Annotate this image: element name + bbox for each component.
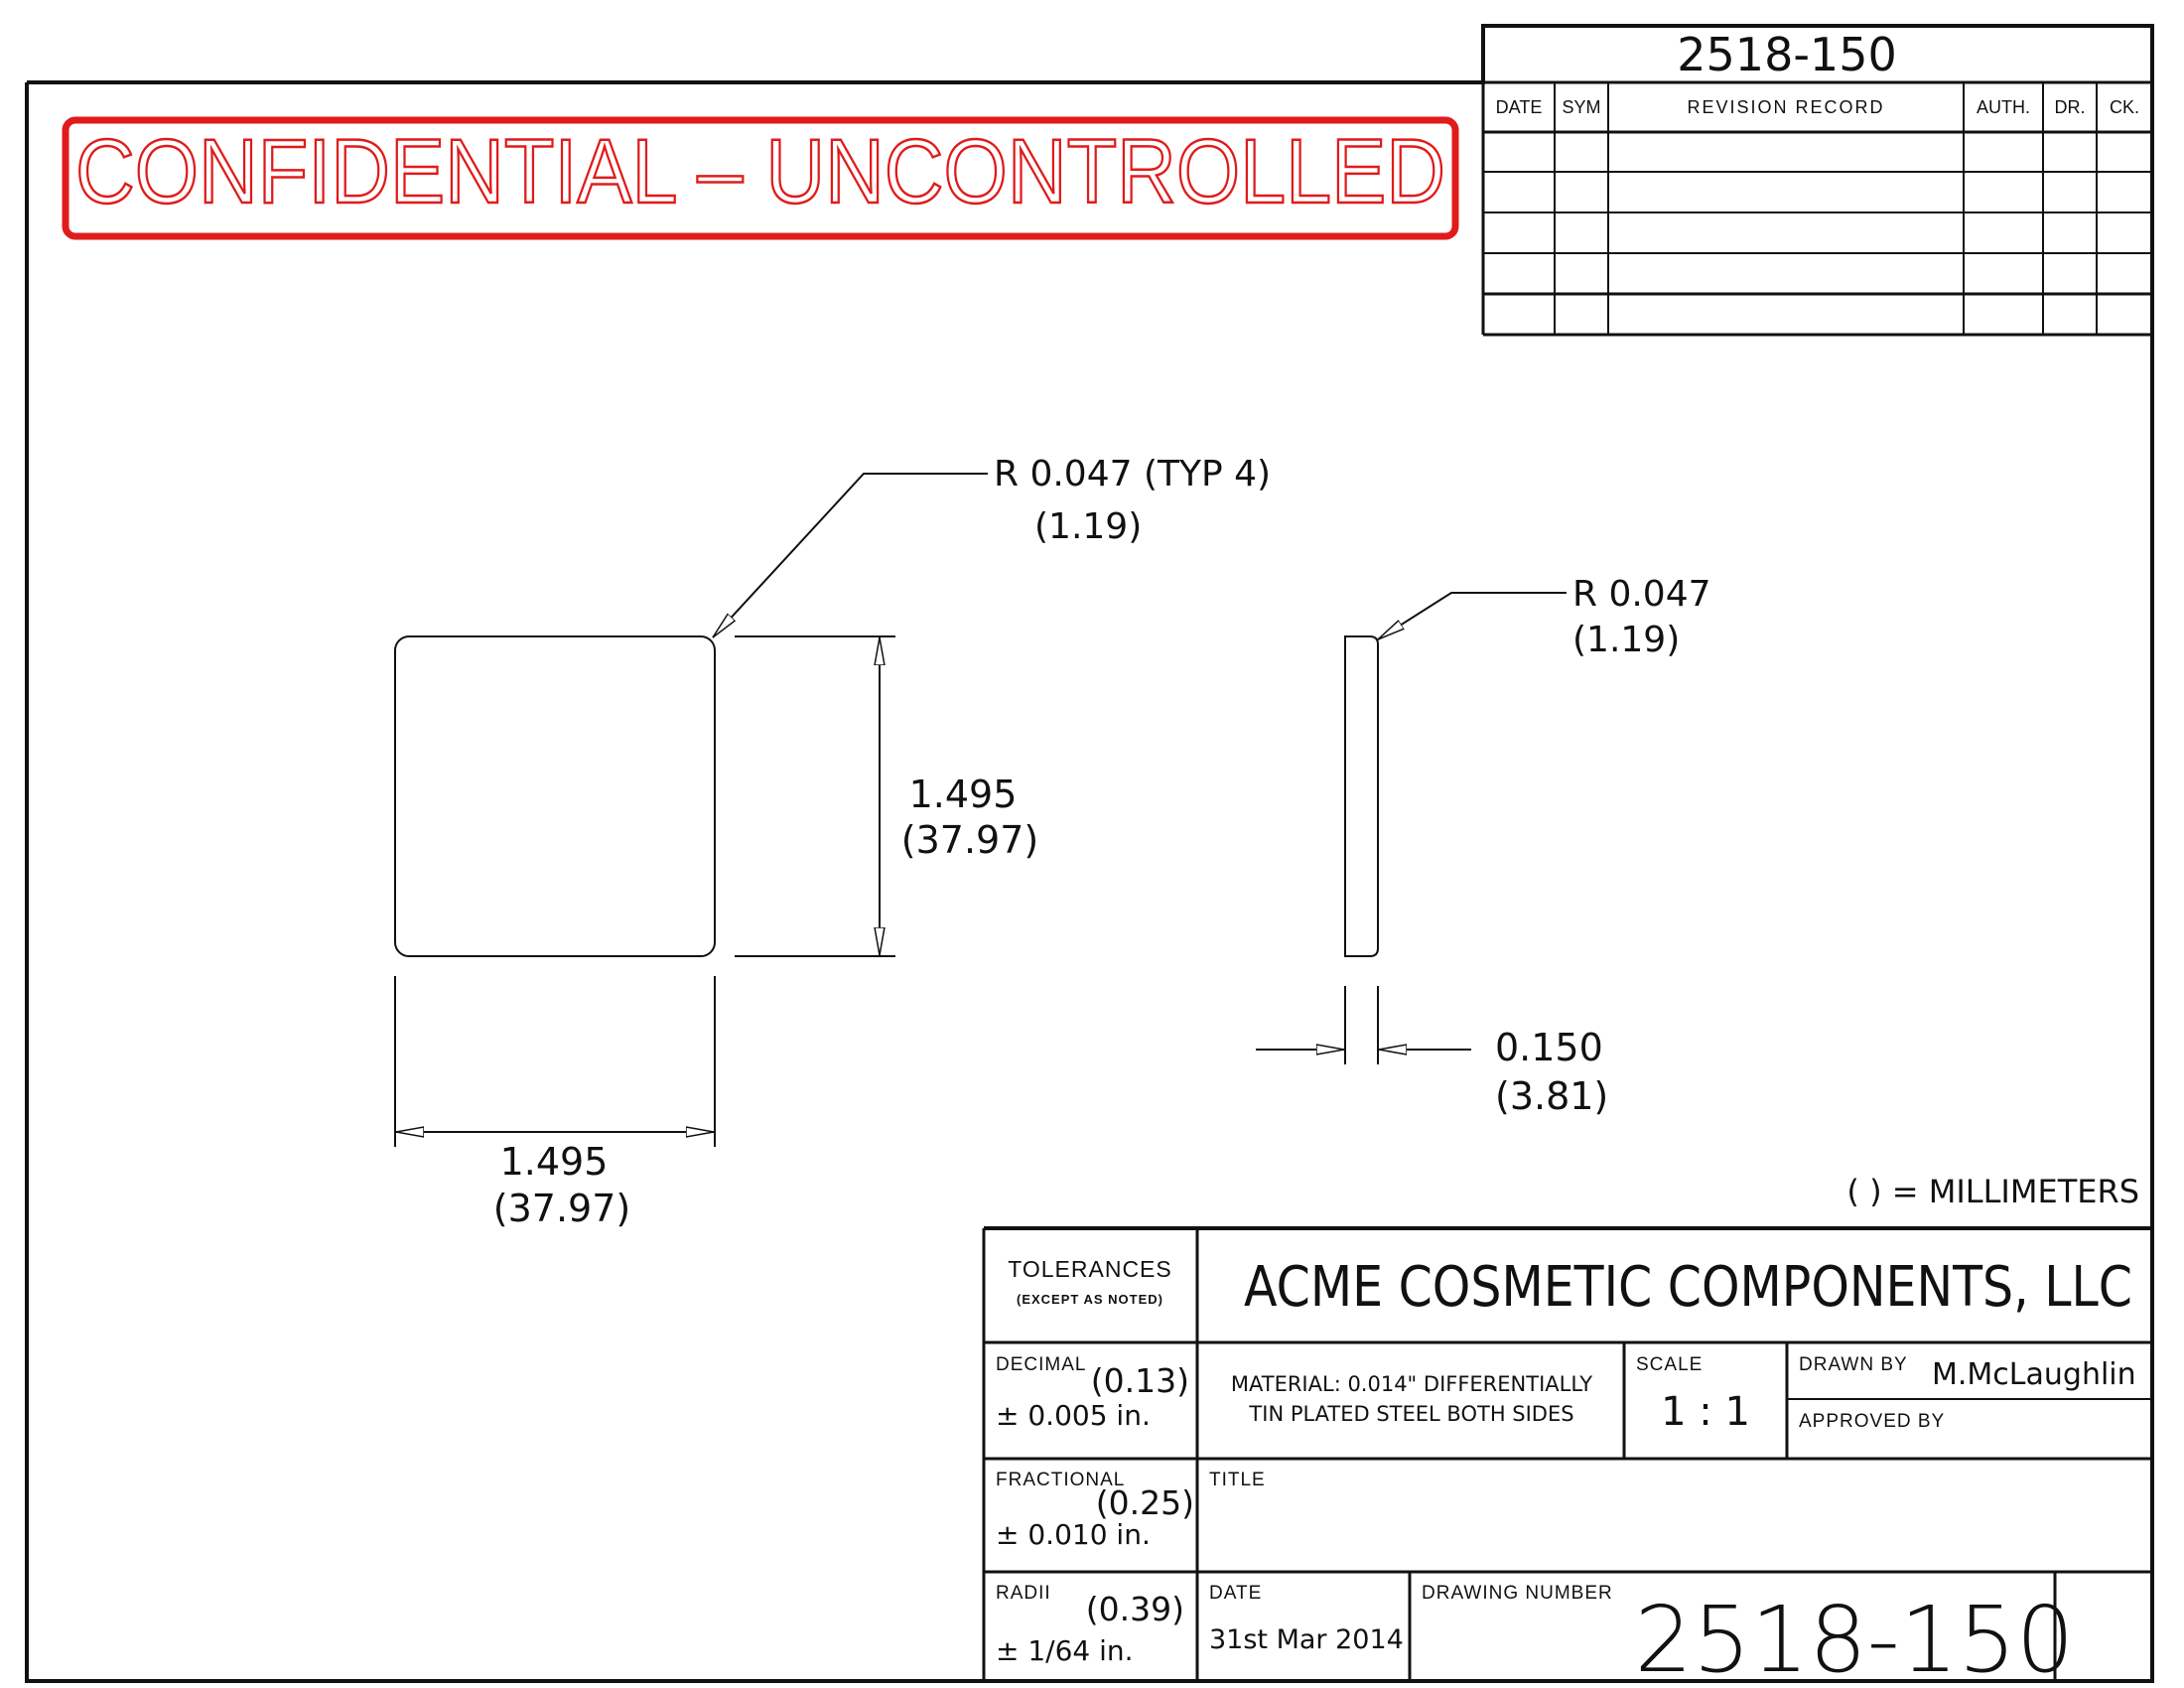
part-side-view xyxy=(1344,635,1379,957)
sheet-border xyxy=(25,24,2154,1683)
corner-radius-mm: (1.19) xyxy=(1034,506,1142,547)
confidential-stamp-frame xyxy=(62,116,1459,240)
title-block: TOLERANCES (EXCEPT AS NOTED) ACME COSMET… xyxy=(982,1226,2152,1688)
width-inch: 1.495 xyxy=(500,1140,609,1184)
date-label: DATE xyxy=(1209,1583,1262,1604)
drawing-number-label: DRAWING NUMBER xyxy=(1422,1583,1613,1604)
material-line-2: TIN PLATED STEEL BOTH SIDES xyxy=(1248,1402,1573,1426)
revision-col-date: DATE xyxy=(1496,97,1543,117)
thickness-mm: (3.81) xyxy=(1495,1074,1608,1118)
revision-col-dr: DR. xyxy=(2055,97,2086,117)
radii-value: ± 1/64 in. xyxy=(996,1634,1134,1667)
tolerances-label: TOLERANCES xyxy=(1008,1256,1172,1282)
part-front-view xyxy=(394,635,716,957)
thickness-inch: 0.150 xyxy=(1495,1026,1603,1069)
confidential-stamp-text: CONFIDENTIAL – UNCONTROLLED xyxy=(75,121,1445,222)
side-radius-mm: (1.19) xyxy=(1572,620,1680,660)
except-note: (EXCEPT AS NOTED) xyxy=(1017,1292,1163,1307)
header-drawing-number: 2518-150 xyxy=(1677,28,1896,81)
decimal-value: ± 0.005 in. xyxy=(996,1399,1151,1432)
units-note: ( ) = MILLIMETERS xyxy=(1846,1173,2139,1210)
corner-radius-callout: R 0.047 (TYP 4) (1.19) xyxy=(712,454,1271,638)
side-radius-callout: R 0.047 (1.19) xyxy=(1377,574,1711,660)
fractional-label: FRACTIONAL xyxy=(996,1470,1125,1490)
scale-label: SCALE xyxy=(1636,1354,1703,1375)
fractional-mm: (0.25) xyxy=(1096,1483,1194,1522)
height-dimension: 1.495 (37.97) xyxy=(735,635,1038,957)
scale-value: 1 : 1 xyxy=(1661,1389,1750,1435)
decimal-label: DECIMAL xyxy=(996,1354,1086,1375)
decimal-mm: (0.13) xyxy=(1091,1361,1189,1400)
thickness-dimension: 0.150 (3.81) xyxy=(1256,986,1608,1118)
approved-by-label: APPROVED BY xyxy=(1799,1411,1945,1432)
side-radius-inch: R 0.047 xyxy=(1572,574,1711,615)
revision-col-ck: CK. xyxy=(2110,97,2139,117)
fractional-value: ± 0.010 in. xyxy=(996,1518,1151,1551)
drawn-by-value: M.McLaughlin xyxy=(1932,1357,2136,1392)
height-inch: 1.495 xyxy=(909,773,1018,816)
date-value: 31st Mar 2014 xyxy=(1209,1624,1404,1655)
radii-mm: (0.39) xyxy=(1086,1590,1184,1628)
drawing-number: 2518-150 xyxy=(1635,1587,2075,1688)
material-line-1: MATERIAL: 0.014" DIFFERENTIALLY xyxy=(1231,1372,1592,1396)
title-label: TITLE xyxy=(1209,1470,1266,1490)
width-dimension: 1.495 (37.97) xyxy=(394,976,716,1230)
revision-table: DATE SYM REVISION RECORD AUTH. DR. CK. xyxy=(1481,82,2152,337)
height-mm: (37.97) xyxy=(901,818,1038,862)
width-mm: (37.97) xyxy=(493,1187,630,1230)
radii-label: RADII xyxy=(996,1583,1051,1604)
drawn-by-label: DRAWN BY xyxy=(1799,1354,1908,1375)
revision-col-sym: SYM xyxy=(1562,97,1600,117)
company-name: ACME COSMETIC COMPONENTS, LLC xyxy=(1244,1255,2132,1320)
corner-radius-inch: R 0.047 (TYP 4) xyxy=(994,454,1271,494)
revision-col-record: REVISION RECORD xyxy=(1687,97,1884,117)
revision-col-auth: AUTH. xyxy=(1977,97,2030,117)
